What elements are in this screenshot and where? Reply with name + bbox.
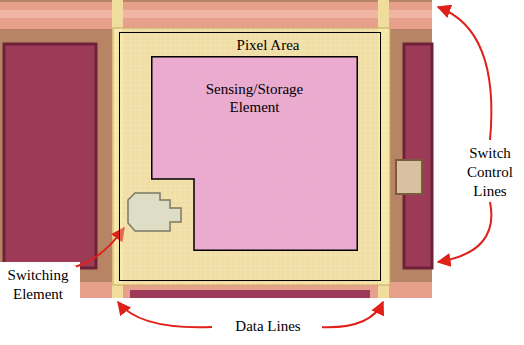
substrate — [0, 0, 432, 298]
sensing-storage-element: Sensing/Storage Element — [151, 56, 358, 251]
callout-arrow — [438, 202, 491, 262]
element-label: Sensing/Storage Element — [180, 80, 330, 116]
neighbour-pixel — [404, 44, 432, 268]
control-line-highlight — [0, 10, 432, 18]
area-title: Pixel Area — [120, 36, 380, 54]
label-ground — [0, 262, 80, 345]
control-line — [0, 2, 432, 29]
callout-label: Data Lines — [214, 317, 322, 336]
callout-label: Switch Control Lines — [456, 144, 524, 201]
neighbour-pixel — [4, 44, 96, 268]
pixel-overlay — [113, 28, 390, 285]
pixel-area: Pixel AreaSensing/Storage Element — [119, 32, 381, 281]
element-outline-shape — [152, 57, 358, 251]
neighbour-pixel — [130, 290, 370, 298]
callout-arrow — [438, 7, 491, 140]
neighbour-switch — [396, 160, 422, 194]
callout-label: Switching Element — [0, 266, 76, 304]
callout-arrow — [318, 302, 383, 327]
callout-arrow — [70, 228, 124, 268]
callout-arrow — [118, 302, 212, 327]
pixel-grid — [113, 28, 390, 285]
